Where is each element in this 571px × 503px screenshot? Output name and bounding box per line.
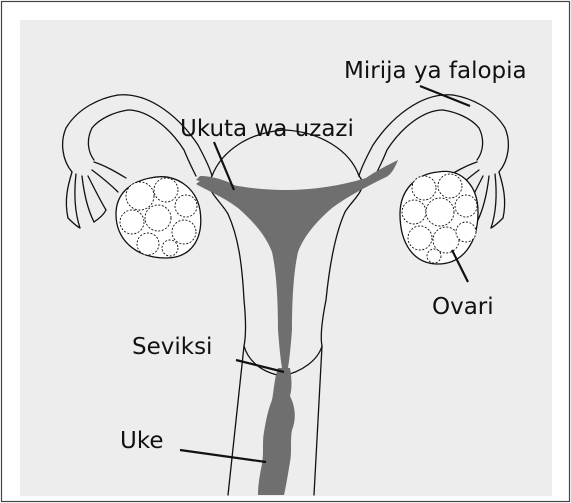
cervix-label: Seviksi: [132, 334, 212, 360]
fallopian-tube-label: Mirija ya falopia: [344, 58, 527, 84]
uterine-wall-label: Ukuta wa uzazi: [180, 116, 354, 142]
right-ovary: [400, 171, 478, 264]
ovary-label: Ovari: [432, 294, 494, 320]
vagina-label: Uke: [120, 428, 163, 454]
